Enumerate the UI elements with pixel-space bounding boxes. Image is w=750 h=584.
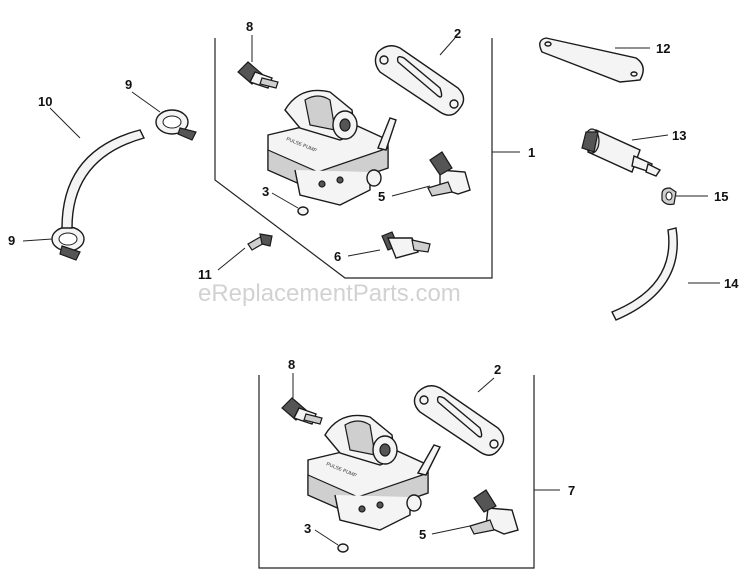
callout-labels: 1 2 8 9 10 9 3 5 6 11 12 13 15 14 7 2 8 … [8,19,739,542]
leader-lines [22,35,720,546]
assembly-frame-upper [214,38,493,279]
hose-clamp-upper[interactable] [155,109,197,141]
screw-11[interactable] [247,233,273,251]
elbow-fitting-lower[interactable] [469,489,519,535]
fuel-pump-upper[interactable]: PULSE PUMP [267,89,397,206]
callout-1: 1 [528,145,535,160]
elbow-fitting-6[interactable] [381,231,431,259]
callout-13: 13 [672,128,686,143]
callout-9-lower: 9 [8,233,15,248]
barb-fitting-lower[interactable] [281,397,323,425]
gasket-lower[interactable] [413,385,505,456]
callout-9-upper: 9 [125,77,132,92]
elbow-fitting-upper[interactable] [427,151,471,197]
callout-8-lower: 8 [288,357,295,372]
cover-plate-12[interactable] [539,37,644,83]
watermark-text: eReplacementParts.com [198,280,461,307]
callout-10: 10 [38,94,52,109]
callout-2-upper: 2 [454,26,461,41]
fuel-filter-13[interactable] [581,128,662,177]
fuel-pump-lower[interactable]: PULSE PUMP [307,414,441,531]
fuel-hose-14[interactable] [611,227,678,321]
hose-clamp-15[interactable] [661,187,677,206]
callout-7: 7 [568,483,575,498]
callout-3-lower: 3 [304,521,311,536]
assembly-frame-lower [258,375,535,569]
callout-8-upper: 8 [246,19,253,34]
gasket-upper[interactable] [374,45,465,116]
callout-5-lower: 5 [419,527,426,542]
fuel-hose-10[interactable] [61,129,146,229]
callout-11: 11 [198,267,212,282]
callout-14: 14 [724,276,739,291]
callout-6: 6 [334,249,341,264]
callout-12: 12 [656,41,670,56]
callout-3-upper: 3 [262,184,269,199]
washer-lower[interactable] [337,543,349,553]
hose-clamp-lower[interactable] [51,226,85,261]
callout-2-lower: 2 [494,362,501,377]
callout-5-upper: 5 [378,189,385,204]
washer-upper[interactable] [297,206,309,216]
barb-fitting-upper[interactable] [237,61,279,89]
callout-15: 15 [714,189,728,204]
